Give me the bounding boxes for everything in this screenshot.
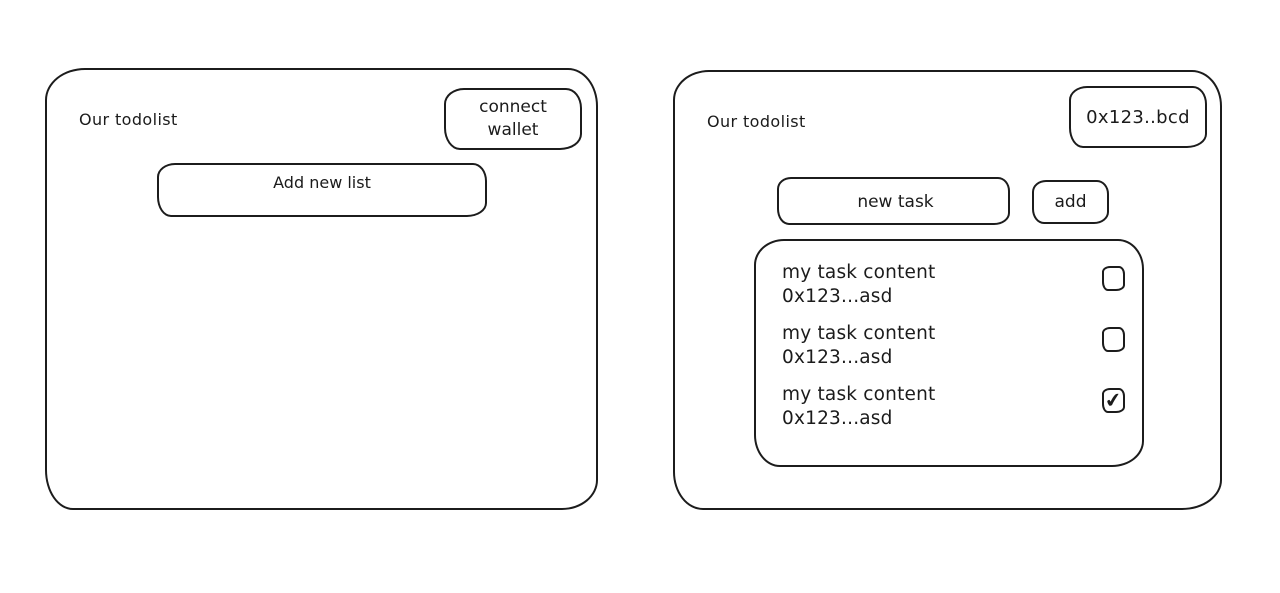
check-icon: ✔ <box>1103 386 1124 413</box>
page-title: Our todolist <box>707 112 806 131</box>
task-row: my task content 0x123...asd ✔ <box>782 383 1125 431</box>
wallet-address-button[interactable]: 0x123..bcd <box>1069 86 1207 148</box>
task-content: my task content <box>782 323 936 344</box>
task-list: my task content 0x123...asd my task cont… <box>754 239 1144 467</box>
new-task-input[interactable] <box>779 179 1012 225</box>
task-text: my task content 0x123...asd <box>782 322 936 370</box>
connect-wallet-button[interactable]: connect wallet <box>444 88 582 150</box>
add-new-list-button[interactable]: Add new list <box>157 163 487 217</box>
todolist-panel-connected: Our todolist 0x123..bcd add my task cont… <box>673 70 1222 510</box>
task-text: my task content 0x123...asd <box>782 383 936 431</box>
task-checkbox[interactable]: ✔ <box>1102 386 1125 413</box>
task-row: my task content 0x123...asd <box>782 261 1125 309</box>
task-address: 0x123...asd <box>782 408 893 429</box>
todolist-panel-disconnected: Our todolist connect wallet Add new list <box>45 68 598 510</box>
new-task-input-wrap <box>777 177 1012 225</box>
task-content: my task content <box>782 262 936 283</box>
task-row: my task content 0x123...asd <box>782 322 1125 370</box>
task-text: my task content 0x123...asd <box>782 261 936 309</box>
task-checkbox[interactable] <box>1102 266 1125 291</box>
task-address: 0x123...asd <box>782 286 893 307</box>
task-address: 0x123...asd <box>782 347 893 368</box>
task-content: my task content <box>782 384 936 405</box>
add-task-button[interactable]: add <box>1032 180 1109 224</box>
page-title: Our todolist <box>79 110 178 129</box>
task-checkbox[interactable] <box>1102 327 1125 352</box>
